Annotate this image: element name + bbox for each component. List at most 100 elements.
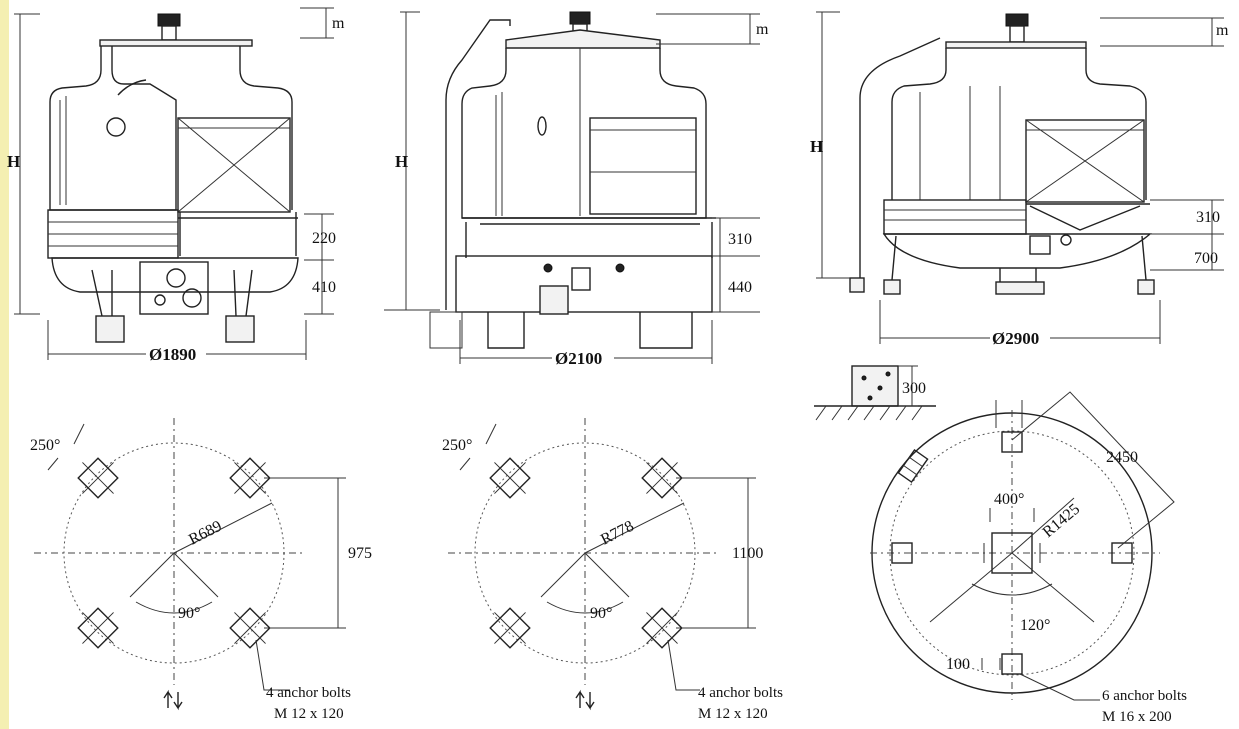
shell-left xyxy=(49,46,177,211)
span-label: 975 xyxy=(348,545,372,562)
cold-water-basin xyxy=(455,255,713,313)
height-label: H xyxy=(395,152,408,171)
radius-label: R1425 xyxy=(1040,501,1084,541)
top-cover xyxy=(505,29,661,49)
makeup-pipe xyxy=(154,294,166,306)
span-label: 1100 xyxy=(732,545,763,562)
anchor-pad-nw xyxy=(489,457,531,499)
top-dim-line xyxy=(300,7,334,39)
foundation-block-pipe xyxy=(849,277,865,293)
anchor-pad-w xyxy=(891,542,913,564)
shell-ribs xyxy=(495,48,581,216)
shell xyxy=(461,48,707,219)
plan-medium: 250° R778 1100 90° 4 anchor bolts M 12 x… xyxy=(442,418,783,722)
bolt-circle xyxy=(474,442,696,664)
foundation-block-center xyxy=(995,281,1045,295)
bolt-leader xyxy=(1019,673,1100,701)
louver-section xyxy=(883,199,1027,235)
anchor-pad-se xyxy=(229,607,271,649)
frame xyxy=(1026,203,1150,231)
dim-410: 410 xyxy=(312,279,336,296)
angle-label: 90° xyxy=(590,605,612,622)
tower-medium-elevation: H m 310 440 Ø2100 xyxy=(384,11,769,368)
motor-shaft xyxy=(1009,25,1025,43)
base-dim-lines xyxy=(1150,199,1224,271)
tower-large-elevation: H m 310 700 Ø2900 xyxy=(810,11,1229,348)
fan-motor-icon xyxy=(157,13,181,27)
foundation-dim-line xyxy=(898,365,918,407)
anchor-pad-sw xyxy=(489,607,531,649)
fan-motor-icon xyxy=(569,11,591,25)
bolts-line2: M 12 x 120 xyxy=(274,706,344,722)
shell-ribs xyxy=(919,86,1001,200)
radius-angle-lines xyxy=(540,502,685,614)
motor-shaft xyxy=(161,25,177,41)
radius-label: R778 xyxy=(598,518,637,549)
foundation-block-right xyxy=(1137,279,1155,295)
shell xyxy=(891,48,1147,200)
dim-310: 310 xyxy=(1196,209,1220,226)
tower-small-elevation: H m 220 410 Ø1890 xyxy=(7,7,345,364)
outlet-box xyxy=(1029,235,1051,255)
outlet-pipe xyxy=(166,268,186,288)
inlet-pipe xyxy=(117,79,147,96)
angle-top-label: 250° xyxy=(442,437,472,454)
outlet-pipe xyxy=(1060,234,1072,246)
anchor-pad-nw xyxy=(77,457,119,499)
angle-label: 90° xyxy=(178,605,200,622)
side-pipe xyxy=(859,37,941,278)
outlet-box xyxy=(539,285,569,315)
height-dim-line xyxy=(384,11,440,311)
float-valve xyxy=(571,267,591,291)
fill-pack-lines xyxy=(590,129,696,173)
span-dim-line xyxy=(995,391,1175,549)
span-label: 2450 xyxy=(1106,449,1138,466)
diameter-label-bg xyxy=(146,345,206,363)
inspection-port xyxy=(106,117,126,137)
top-label: m xyxy=(756,21,769,38)
bolts-line2: M 12 x 120 xyxy=(698,706,768,722)
cold-water-basin xyxy=(882,233,1152,269)
center-width-ticks xyxy=(989,508,1035,522)
bolt-leader xyxy=(255,639,290,691)
top-deck xyxy=(99,39,253,47)
top-dim-line xyxy=(1100,17,1224,47)
side-label: 100 xyxy=(946,656,970,673)
plan-small: 250° R689 975 90° 4 anchor bolts M 12 x … xyxy=(30,418,372,722)
foundation-block-detail xyxy=(851,365,899,407)
radius-angle-lines xyxy=(129,502,273,614)
pipe-node-right xyxy=(615,263,625,273)
inspection-port xyxy=(537,116,547,136)
diameter-label: Ø1890 xyxy=(149,345,196,364)
height-label: H xyxy=(810,137,823,156)
foundation-block-left xyxy=(883,279,901,295)
base-dim-lines xyxy=(712,217,760,313)
aggregate xyxy=(885,371,891,377)
side-pipe xyxy=(445,19,511,310)
fan-motor-icon xyxy=(1005,13,1029,27)
shell-rib xyxy=(59,96,67,205)
bolt-circle xyxy=(889,430,1135,676)
fill-pack xyxy=(1025,119,1145,203)
anchor-pad-se xyxy=(641,607,683,649)
height-dim-line xyxy=(816,11,850,279)
bolts-line1: 4 anchor bolts xyxy=(698,685,783,701)
bolts-line1: 4 anchor bolts xyxy=(266,685,351,701)
anchor-pad-n xyxy=(1001,431,1023,453)
span-dim-line xyxy=(264,477,346,629)
bolts-line2: M 16 x 200 xyxy=(1102,709,1172,725)
radius-angle-lines xyxy=(929,497,1095,623)
fill-pack-cross xyxy=(1025,119,1145,203)
top-deck xyxy=(945,41,1087,49)
frame xyxy=(178,212,298,256)
span-dim-line xyxy=(676,477,756,629)
dim-700: 700 xyxy=(1194,250,1218,267)
diameter-label: Ø2900 xyxy=(992,329,1039,348)
center-support-tabs xyxy=(983,543,1041,563)
bolt-leader xyxy=(667,639,700,691)
sheet-edge-strip xyxy=(0,0,9,729)
anchor-pad-nw xyxy=(897,448,929,484)
louver-lines xyxy=(48,221,178,247)
height-dim-line xyxy=(14,13,40,315)
